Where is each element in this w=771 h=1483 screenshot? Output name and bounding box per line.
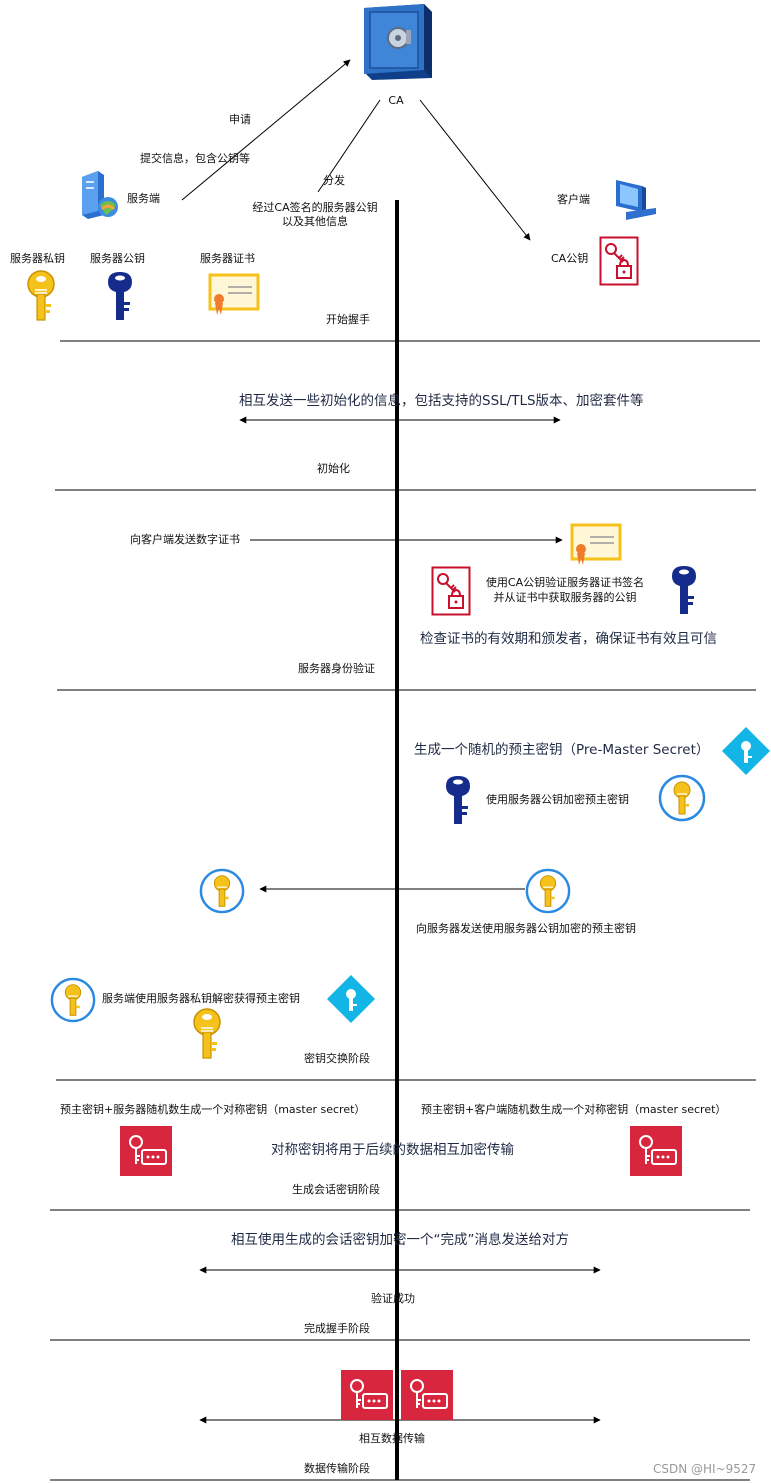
ca-public-key-label: CA公钥: [551, 252, 589, 265]
verify-ok-text: 验证成功: [371, 1292, 415, 1305]
send-premaster-text: 向服务器发送使用服务器公钥加密的预主密钥: [416, 922, 636, 935]
key-card-icon: [341, 1370, 393, 1420]
server-icon: [78, 171, 120, 219]
server-label: 服务端: [127, 192, 160, 205]
key-card-icon: [120, 1126, 172, 1176]
apply-arrow: [181, 59, 351, 201]
phase-session-key-label: 生成会话密钥阶段: [292, 1183, 380, 1196]
diamond-key-icon: [326, 974, 376, 1024]
safe-icon: [358, 0, 436, 80]
verify-text-line2: 并从证书中获取服务器的公钥: [493, 591, 637, 604]
navy-key-icon: [443, 774, 473, 826]
server-certificate-label: 服务器证书: [200, 252, 255, 265]
ca-to-timeline-line: [317, 99, 381, 193]
ca-label: CA: [388, 94, 404, 107]
circle-key-icon: [50, 977, 96, 1023]
key-card-icon: [401, 1370, 453, 1420]
navy-key-icon: [105, 270, 135, 322]
phase-auth-label: 服务器身份验证: [298, 662, 375, 675]
symmetric-note-text: 对称密钥将用于后续的数据相互加密传输: [271, 1142, 514, 1158]
check-cert-text: 检查证书的有效期和颁发者，确保证书有效且可信: [420, 631, 717, 647]
finished-msg-text: 相互使用生成的会话密钥加密一个“完成”消息发送给对方: [231, 1232, 569, 1248]
client-label: 客户端: [557, 193, 590, 206]
server-private-key-label: 服务器私钥: [10, 252, 65, 265]
mutual-init-text: 相互发送一些初始化的信息，包括支持的SSL/TLS版本、加密套件等: [239, 393, 644, 409]
ca-to-client-arrow: [419, 99, 531, 241]
diamond-key-icon: [721, 726, 771, 776]
watermark: CSDN @HI~9527: [653, 1462, 757, 1476]
certificate-icon: [208, 273, 260, 317]
gen-premaster-text: 生成一个随机的预主密钥（Pre-Master Secret）: [414, 742, 710, 758]
decrypt-premaster-text: 服务端使用服务器私钥解密获得预主密钥: [102, 992, 300, 1005]
certificate-icon: [570, 523, 622, 567]
client-master-text: 预主密钥+客户端随机数生成一个对称密钥（master secret）: [421, 1103, 727, 1116]
send-cert-text: 向客户端发送数字证书: [130, 533, 240, 546]
ca-signed-label-line1: 经过CA签名的服务器公钥: [252, 201, 378, 214]
navy-key-icon: [669, 564, 699, 616]
computer-icon: [612, 178, 658, 222]
key-lock-icon: [599, 236, 639, 286]
submit-info-label: 提交信息，包含公钥等: [140, 152, 250, 165]
server-master-text: 预主密钥+服务器随机数生成一个对称密钥（master secret）: [60, 1103, 366, 1116]
phase-start-label: 开始握手: [326, 313, 370, 326]
encrypt-premaster-text: 使用服务器公钥加密预主密钥: [486, 793, 629, 806]
gold-key-icon: [190, 1008, 224, 1060]
phase-key-exchange-label: 密钥交换阶段: [304, 1052, 370, 1065]
apply-label: 申请: [229, 113, 251, 126]
circle-key-icon: [525, 868, 571, 914]
mutual-data-text: 相互数据传输: [359, 1432, 425, 1445]
gold-key-icon: [24, 270, 58, 322]
server-public-key-label: 服务器公钥: [90, 252, 145, 265]
phase-data-label: 数据传输阶段: [304, 1462, 370, 1475]
phase-finish-label: 完成握手阶段: [304, 1322, 370, 1335]
ca-signed-label-line2: 以及其他信息: [282, 215, 348, 228]
distribute-label: 分发: [323, 174, 345, 187]
phase-init-label: 初始化: [317, 462, 350, 475]
circle-key-icon: [658, 774, 706, 822]
key-card-icon: [630, 1126, 682, 1176]
verify-text-line1: 使用CA公钥验证服务器证书签名: [485, 576, 645, 589]
circle-key-icon: [199, 868, 245, 914]
key-lock-icon: [431, 566, 471, 616]
